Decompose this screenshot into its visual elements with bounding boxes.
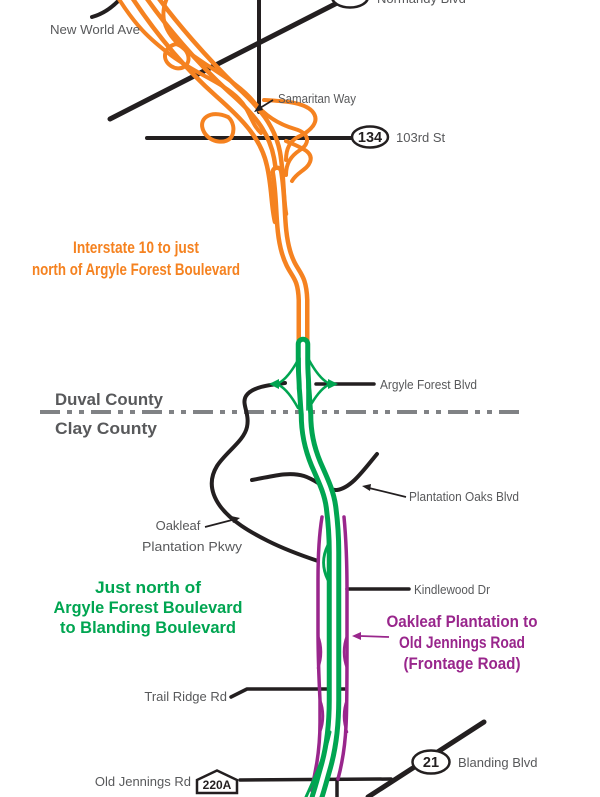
shield-220a-number: 220A: [203, 778, 232, 792]
shield-134-oval: [350, 125, 390, 149]
route-shields: 134 21 220A: [195, 0, 451, 795]
purple-heading-line2: Old Jennings Road: [399, 634, 525, 652]
orange-loop-ramp-new-world: [163, 42, 191, 71]
purple-heading-line1: Oakleaf Plantation to: [387, 613, 538, 631]
green-ramp-argyle: [307, 383, 330, 410]
road-trail-ridge-rd: [229, 687, 347, 699]
shield-normandy-oval: [331, 0, 369, 9]
label-103rd-st: 103rd St: [396, 130, 446, 145]
label-kindlewood-dr: Kindlewood Dr: [414, 582, 491, 597]
label-clay-county: Clay County: [55, 420, 158, 438]
label-blanding-blvd: Blanding Blvd: [458, 755, 538, 770]
frontage-ramp-lens: [318, 698, 325, 734]
frontage-ramp-lens: [342, 634, 349, 670]
green-merge-strand: [304, 730, 332, 797]
orange-lane-strand: [157, 0, 289, 217]
frontage-arrow-line: [359, 635, 390, 638]
black-arrow-heads: [231, 103, 371, 523]
label-trail-ridge-rd: Trail Ridge Rd: [144, 689, 227, 704]
frontage-road-west: [309, 515, 324, 792]
purple-heading-line3: (Frontage Road): [404, 655, 521, 673]
segment-headings: Interstate 10 to just north of Argyle Fo…: [32, 239, 538, 673]
shield-21-oval: [411, 749, 451, 775]
frontage-road-east: [336, 515, 349, 781]
samaritan-arrow-head: [254, 103, 263, 112]
label-new-world-ave: New World Ave: [50, 22, 140, 37]
shield-numbers: 134 21 220A: [203, 130, 439, 792]
shield-220a-pentagon: [195, 769, 239, 795]
oakleaf-arrow-head: [231, 516, 240, 523]
shield-134-number: 134: [358, 130, 382, 146]
label-arrows: [204, 99, 407, 640]
label-old-jennings-rd: Old Jennings Rd: [95, 774, 191, 789]
orange-mainline-median: [275, 170, 305, 350]
green-interchange-arrows: [269, 379, 338, 389]
green-merge-strand: [322, 543, 330, 582]
shield-21-number: 21: [423, 755, 439, 771]
frontage-ramp-lens: [342, 698, 349, 734]
label-normandy-blvd: Normandy Blvd: [377, 0, 466, 6]
label-duval-county: Duval County: [55, 391, 164, 409]
plantation-oaks-arrow-head: [362, 484, 371, 491]
frontage-ramp-lens: [316, 634, 323, 670]
street-labels: New World Ave Normandy Blvd Samaritan Wa…: [50, 0, 538, 789]
green-heading-line1: Just north of: [95, 579, 202, 597]
green-ramp-argyle: [277, 358, 300, 385]
orange-ramp-samaritan: [262, 98, 318, 162]
oakleaf-arrow-line: [204, 519, 233, 528]
green-ramp-argyle: [277, 383, 300, 410]
orange-heading-line2: north of Argyle Forest Boulevard: [32, 261, 240, 279]
purple-frontage-roadway: [309, 515, 349, 792]
frontage-arrow-head: [352, 632, 361, 640]
orange-ramp-strand: [161, 0, 309, 177]
orange-ramp-103rd-east: [284, 139, 313, 183]
orange-loop-ramp-103rd: [200, 112, 236, 144]
green-heading-line3: to Blanding Boulevard: [60, 619, 236, 637]
road-normandy-blvd: [107, 0, 344, 122]
label-plantation-oaks-blvd: Plantation Oaks Blvd: [409, 489, 519, 504]
green-mainline-median: [300, 341, 337, 797]
green-segment-roadway: [277, 336, 342, 797]
orange-heading-line1: Interstate 10 to just: [73, 239, 199, 257]
road-new-world-ave: [90, 0, 122, 19]
samaritan-arrow-line: [259, 99, 274, 109]
orange-segment-roadway: [117, 0, 318, 355]
argyle-arrow-east: [328, 379, 338, 389]
plantation-oaks-arrow-line: [368, 487, 407, 498]
label-oakleaf-line1: Oakleaf: [156, 518, 201, 533]
orange-lane-strand: [130, 0, 278, 225]
road-oakleaf-plantation-pkwy: [209, 381, 320, 563]
green-heading-line2: Argyle Forest Boulevard: [54, 599, 243, 617]
black-arrow-lines: [204, 99, 407, 528]
county-labels: Duval County Clay County: [55, 391, 164, 438]
orange-ramp-strand: [117, 0, 263, 135]
label-samaritan-way: Samaritan Way: [278, 91, 356, 106]
label-oakleaf-line2: Plantation Pkwy: [142, 539, 243, 554]
green-ramp-argyle: [307, 358, 330, 385]
argyle-arrow-west: [269, 379, 279, 389]
label-argyle-forest-blvd: Argyle Forest Blvd: [380, 377, 477, 392]
